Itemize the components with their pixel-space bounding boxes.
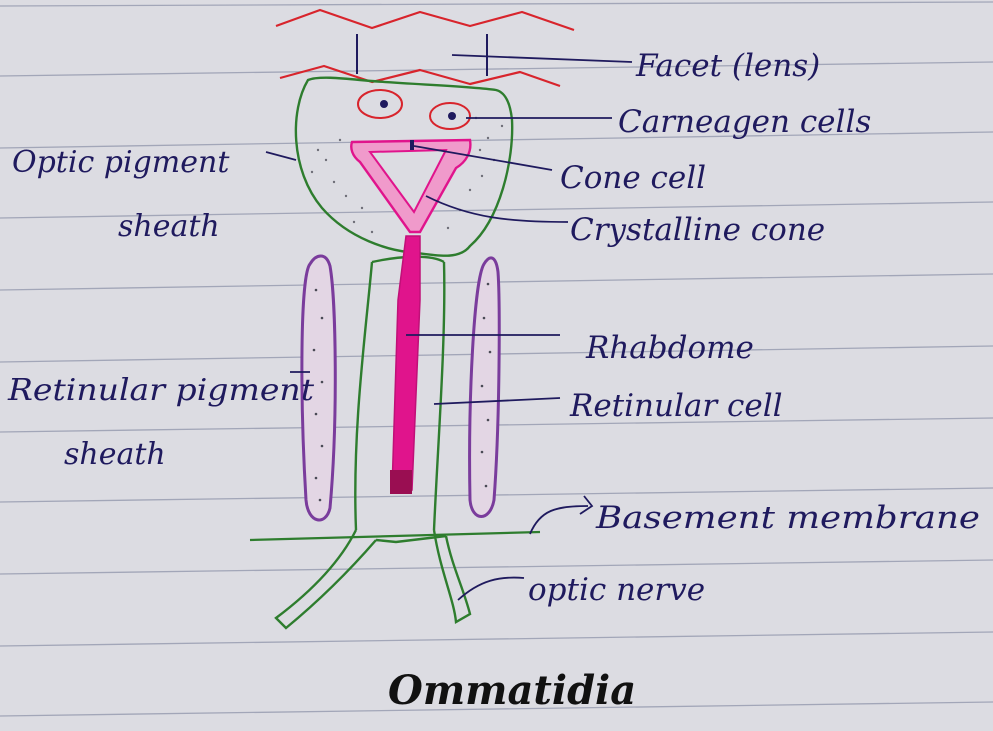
rhabdome [390,236,420,494]
corneagen-cells [358,90,470,129]
label-retinular-cell: Retinular cell [569,388,783,424]
retinular-pigment-sheath-right [470,258,500,517]
label-facet: Facet (lens) [635,48,820,84]
optic-nerve [276,530,470,628]
label-retinular-pigment-sheath-line2: sheath [64,437,166,472]
label-optic-pigment-sheath-line2: sheath [118,209,220,244]
label-corneagen-cells: Carneagen cells [618,104,871,140]
diagram-title: Ommatidia [388,667,636,714]
label-optic-pigment-sheath-line1: Optic pigment [12,145,230,180]
basement-membrane-line [250,532,540,540]
label-retinular-pigment-sheath-line1: Retinular pigment [7,373,315,408]
crystalline-cone [351,140,470,232]
label-basement-membrane: Basement membrane [595,500,980,536]
label-crystalline-cone: Crystalline cone [570,212,825,248]
label-rhabdome: Rhabdome [585,330,754,366]
facet-lens [276,10,574,86]
label-optic-nerve: optic nerve [528,572,705,608]
label-cone-cell: Cone cell [560,160,706,196]
